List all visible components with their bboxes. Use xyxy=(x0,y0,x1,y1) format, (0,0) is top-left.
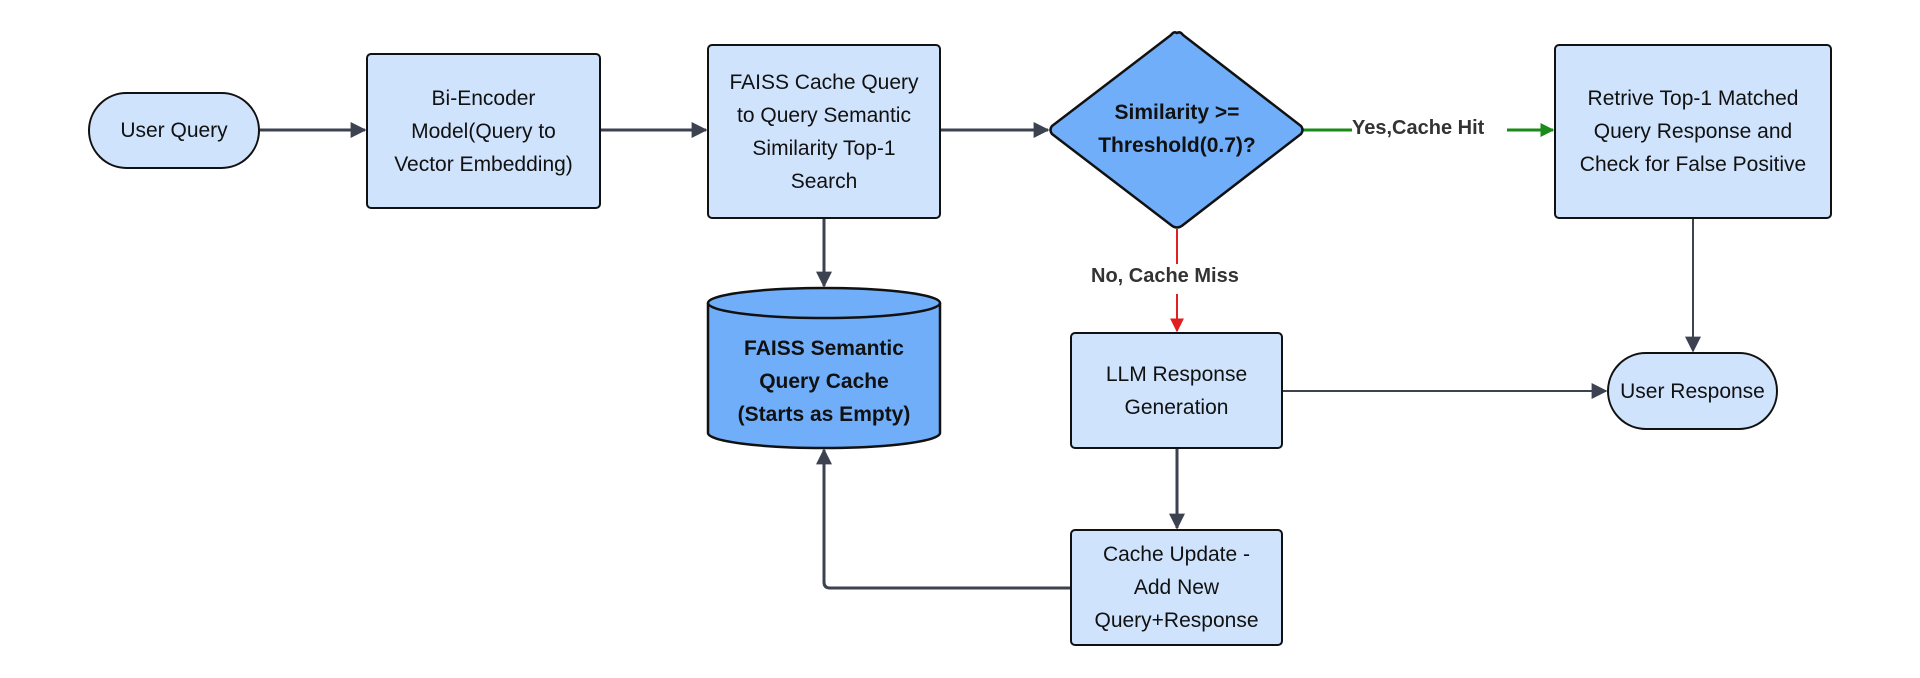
faiss-search-node[interactable]: FAISS Cache Query to Query Semantic Simi… xyxy=(707,44,941,219)
user-query-label: User Query xyxy=(120,119,228,142)
bi-encoder-label: Bi-Encoder Model(Query to Vector Embeddi… xyxy=(394,86,573,176)
yes-cache-hit-label: Yes,Cache Hit xyxy=(1352,117,1485,140)
user-query-node[interactable]: User Query xyxy=(88,92,260,169)
llm-node[interactable]: LLM Response Generation xyxy=(1070,332,1283,449)
edge-cache-update-to-cache-store xyxy=(816,448,1070,590)
no-cache-miss-label: No, Cache Miss xyxy=(1091,265,1239,288)
user-response-node[interactable]: User Response xyxy=(1607,352,1778,430)
cache-update-label: Cache Update - Add New Query+Response xyxy=(1094,543,1259,632)
cache-update-node[interactable]: Cache Update - Add New Query+Response xyxy=(1070,529,1283,646)
bi-encoder-node[interactable]: Bi-Encoder Model(Query to Vector Embeddi… xyxy=(366,53,601,209)
llm-label: LLM Response Generation xyxy=(1105,362,1248,419)
decision-label: Similarity >= Threshold(0.7)? xyxy=(1098,101,1256,157)
cache-store-label: FAISS Semantic Query Cache (Starts as Em… xyxy=(737,337,911,426)
retrieve-label: Retrive Top-1 Matched Query Response and… xyxy=(1579,87,1807,176)
faiss-search-label: FAISS Cache Query to Query Semantic Simi… xyxy=(729,70,919,193)
user-response-label: User Response xyxy=(1620,379,1765,403)
decision-diamond[interactable] xyxy=(1049,31,1304,229)
cache-store-cylinder[interactable] xyxy=(706,286,942,450)
retrieve-node[interactable]: Retrive Top-1 Matched Query Response and… xyxy=(1554,44,1832,219)
